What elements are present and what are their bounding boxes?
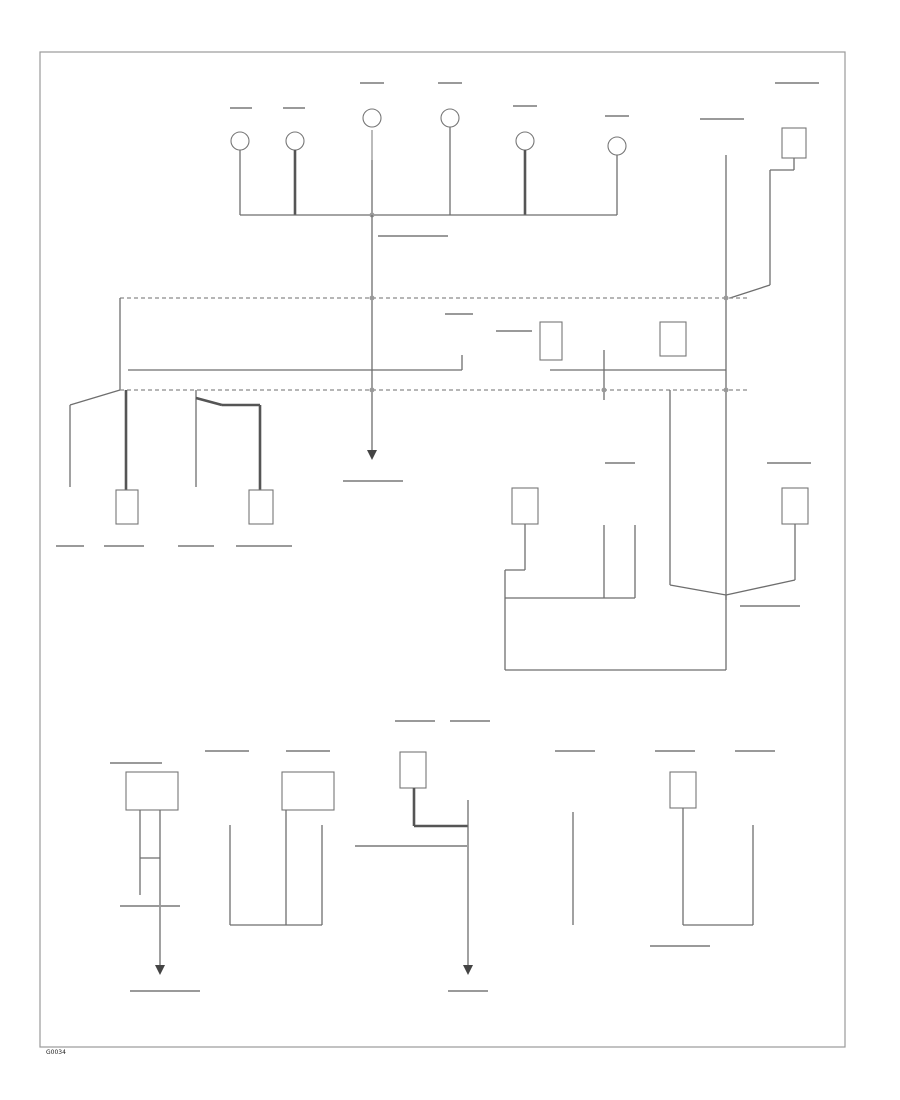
component-r2 [781,487,809,525]
component-l2 [115,489,139,525]
top-right-module [725,127,807,600]
lamp-4 [440,108,460,128]
relay-1 [539,321,563,361]
relay-2 [659,321,687,357]
ground-g1-symbol [367,450,377,460]
component-b2 [281,771,335,811]
top-lamp-row [230,108,627,218]
component-r1 [511,487,539,525]
module-top-right [781,127,807,159]
lamp-3 [362,108,382,128]
lamp-2 [285,131,305,151]
harness-label-block [62,300,112,344]
lamp-6 [607,136,627,156]
component-b4 [669,771,697,809]
relay-group [539,321,726,400]
component-b3 [399,751,427,789]
left-lower-components [69,389,274,525]
faint-annotations [56,82,819,992]
ground-g2-symbol [155,965,165,975]
diagram-frame [39,51,846,1048]
diagram-code: G0034 [46,1049,66,1056]
lamp-1 [230,131,250,151]
ground-g3-symbol [463,965,473,975]
right-middle-components [504,390,809,671]
bottom-components [125,751,754,975]
component-b1 [125,771,179,811]
lamp-5 [515,131,535,151]
component-l4 [248,489,274,525]
